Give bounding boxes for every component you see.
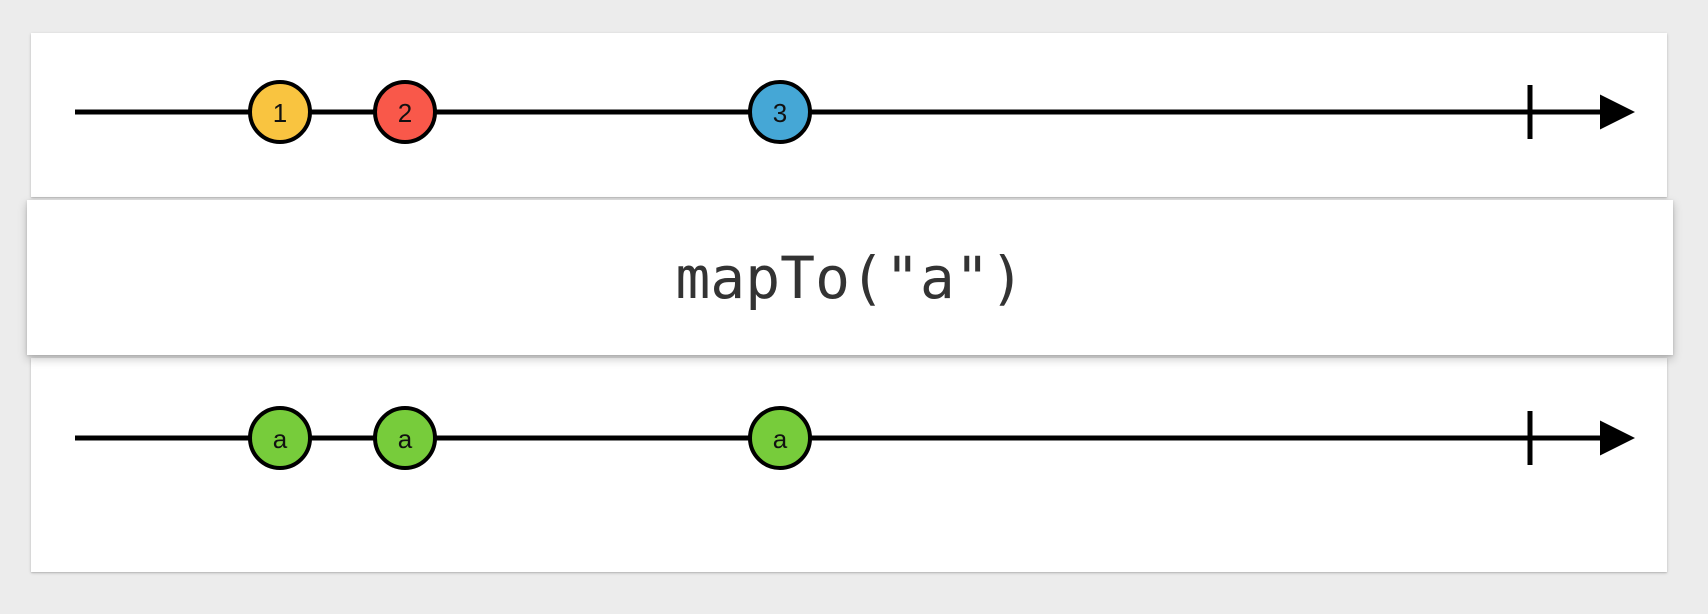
marble-shape <box>748 80 812 144</box>
input-marble-1[interactable]: 1 <box>248 80 312 144</box>
marble-shape <box>248 406 312 470</box>
output-marble-2[interactable]: a <box>373 406 437 470</box>
input-axis-group <box>75 85 1635 139</box>
marble-label: a <box>273 424 288 454</box>
marble-shape <box>748 406 812 470</box>
output-axis-group <box>75 411 1635 465</box>
input-marble-3[interactable]: 3 <box>748 80 812 144</box>
output-stream-card: a a a <box>31 358 1667 572</box>
marble-label: 2 <box>398 98 412 128</box>
input-stream-card: 1 2 3 <box>31 33 1667 197</box>
marble-label: a <box>773 424 788 454</box>
input-marble-2[interactable]: 2 <box>373 80 437 144</box>
input-timeline-svg: 1 2 3 <box>75 80 1635 144</box>
operator-label: mapTo("a") <box>675 243 1025 312</box>
marble-label: 1 <box>273 98 287 128</box>
marble-shape <box>373 406 437 470</box>
marble-shape <box>373 80 437 144</box>
marble-shape <box>248 80 312 144</box>
marble-label: 3 <box>773 98 787 128</box>
operator-card[interactable]: mapTo("a") <box>27 200 1673 355</box>
output-timeline-svg: a a a <box>75 406 1635 470</box>
marble-label: a <box>398 424 413 454</box>
output-marble-3[interactable]: a <box>748 406 812 470</box>
output-marble-1[interactable]: a <box>248 406 312 470</box>
